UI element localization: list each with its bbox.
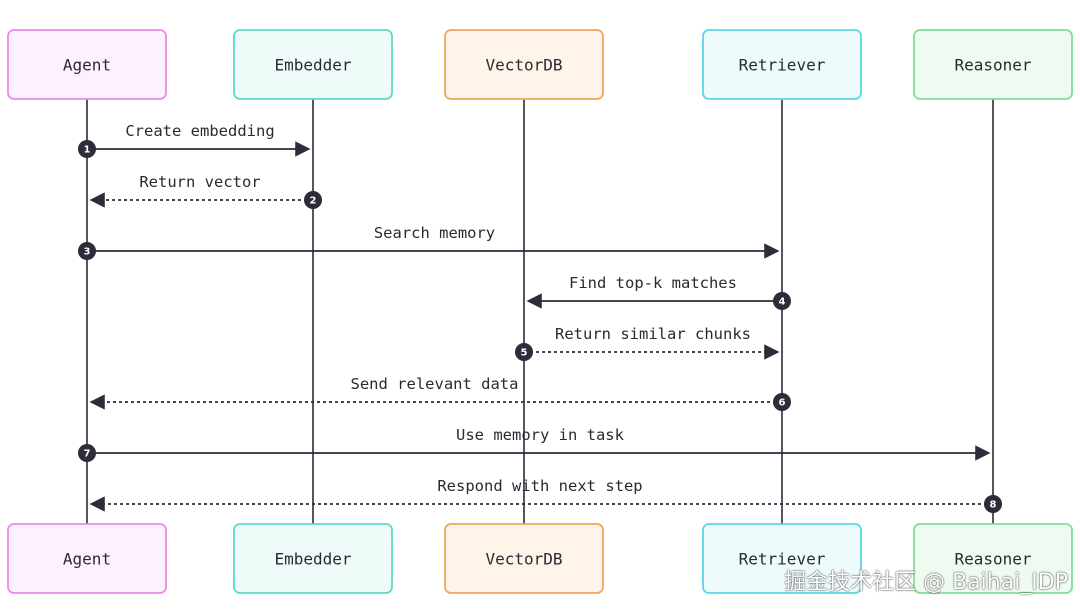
message-label: Return similar chunks — [555, 325, 751, 343]
participant-label: Embedder — [274, 550, 351, 569]
step-number: 1 — [84, 145, 91, 156]
message-label: Create embedding — [125, 122, 274, 140]
step-badge — [78, 444, 96, 462]
participant-vectordb-top: VectorDB — [444, 29, 604, 100]
watermark: 掘金技术社区 @ Baihai_IDP — [784, 570, 1068, 595]
participant-label: Embedder — [274, 56, 351, 75]
participant-embedder-bottom: Embedder — [233, 523, 393, 594]
participant-retriever-bottom: Retriever — [702, 523, 862, 594]
message-8: Respond with next step 8 — [89, 477, 1002, 513]
participant-label: Reasoner — [954, 56, 1031, 75]
participant-retriever-top: Retriever — [702, 29, 862, 100]
step-badge — [304, 191, 322, 209]
message-label: Find top-k matches — [569, 274, 737, 292]
participant-box — [7, 29, 167, 100]
step-number: 2 — [310, 196, 317, 207]
participant-embedder-top: Embedder — [233, 29, 393, 100]
step-number: 3 — [84, 247, 91, 258]
participant-box — [913, 523, 1073, 594]
participant-label: Agent — [63, 56, 111, 75]
participant-reasoner-bottom: Reasoner — [913, 523, 1073, 594]
message-6: Send relevant data 6 — [89, 375, 791, 411]
message-label: Send relevant data — [351, 375, 519, 393]
participant-label: Agent — [63, 550, 111, 569]
step-number: 6 — [779, 398, 786, 409]
participant-box — [444, 523, 604, 594]
message-2: Return vector 2 — [89, 173, 322, 209]
participant-label: Reasoner — [954, 550, 1031, 569]
participant-agent-bottom: Agent — [7, 523, 167, 594]
participant-box — [444, 29, 604, 100]
participant-label: VectorDB — [485, 56, 562, 75]
participant-box — [233, 29, 393, 100]
message-1: Create embedding 1 — [78, 122, 311, 158]
participant-box — [702, 29, 862, 100]
step-badge — [984, 495, 1002, 513]
message-4: Find top-k matches 4 — [526, 274, 791, 310]
message-label: Search memory — [374, 224, 495, 242]
participant-box — [7, 523, 167, 594]
step-badge — [78, 140, 96, 158]
message-label: Respond with next step — [437, 477, 642, 495]
step-badge — [773, 292, 791, 310]
step-badge — [78, 242, 96, 260]
step-badge — [773, 393, 791, 411]
step-number: 8 — [990, 500, 997, 511]
step-number: 5 — [521, 348, 528, 359]
message-7: Use memory in task 7 — [78, 426, 991, 462]
participant-label: Retriever — [739, 550, 826, 569]
participant-agent-top: Agent — [7, 29, 167, 100]
step-badge — [515, 343, 533, 361]
participant-box — [233, 523, 393, 594]
participant-label: Retriever — [739, 56, 826, 75]
step-number: 7 — [84, 449, 91, 460]
message-label: Use memory in task — [456, 426, 625, 444]
participant-label: VectorDB — [485, 550, 562, 569]
participant-box — [913, 29, 1073, 100]
participant-vectordb-bottom: VectorDB — [444, 523, 604, 594]
message-label: Return vector — [139, 173, 260, 191]
participant-box — [702, 523, 862, 594]
step-number: 4 — [779, 297, 786, 308]
message-5: Return similar chunks 5 — [515, 325, 780, 361]
message-3: Search memory 3 — [78, 224, 780, 260]
participant-reasoner-top: Reasoner — [913, 29, 1073, 100]
